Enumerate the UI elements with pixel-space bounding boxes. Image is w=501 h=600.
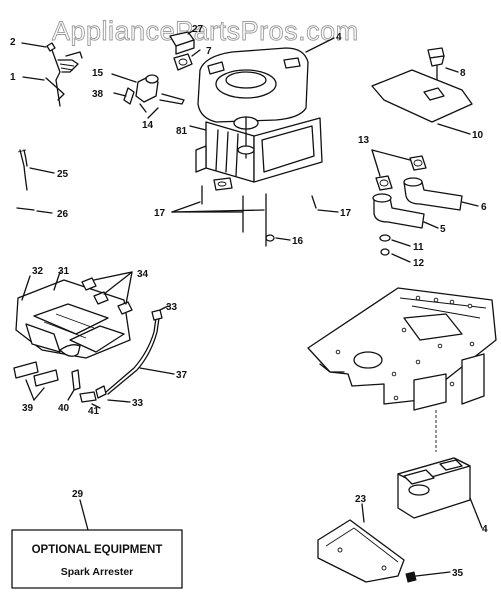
muffler-part (397, 410, 483, 529)
callout-17-left: 17 (154, 208, 166, 219)
callout-33-bottom: 33 (132, 398, 144, 409)
callout-10: 10 (472, 130, 484, 141)
callout-7: 7 (206, 46, 212, 57)
optional-equipment-box: OPTIONAL EQUIPMENT Spark Arrester (11, 499, 183, 589)
spark-plug-wire-part (16, 207, 53, 214)
fuel-pump-part (169, 29, 201, 71)
mounting-frame-part (307, 287, 497, 411)
ground-wire-part (95, 305, 175, 403)
callout-1: 1 (10, 72, 16, 83)
fuel-filter-part (111, 73, 185, 119)
callout-14: 14 (142, 120, 154, 131)
callout-4-muffler: 4 (482, 524, 488, 535)
callout-27: 27 (192, 24, 204, 35)
callout-35: 35 (452, 568, 464, 579)
watermark-text: AppliancePartsPros.com (52, 16, 359, 46)
dipstick-cap-part (427, 47, 459, 85)
throttle-control-part (21, 42, 83, 107)
callout-6: 6 (481, 202, 487, 213)
callout-39: 39 (22, 403, 34, 414)
callout-11: 11 (413, 242, 424, 253)
callout-23: 23 (355, 494, 367, 505)
callout-labels: 2 1 4 4 5 6 7 8 10 11 12 13 14 15 16 17 … (10, 24, 488, 579)
callout-13: 13 (358, 135, 370, 146)
callout-29: 29 (72, 489, 84, 500)
callout-41: 41 (88, 406, 100, 417)
callout-15: 15 (92, 68, 104, 79)
callout-40: 40 (58, 403, 70, 414)
callout-37: 37 (176, 370, 188, 381)
callout-16: 16 (292, 236, 304, 247)
callout-81: 81 (176, 126, 188, 137)
callout-2: 2 (10, 37, 16, 48)
callout-4-engine: 4 (336, 32, 342, 43)
heat-shield-part (317, 503, 451, 583)
engine-part (189, 37, 335, 191)
callout-34: 34 (137, 269, 149, 280)
ignition-assembly-part (13, 271, 133, 409)
callout-38: 38 (92, 89, 104, 100)
callout-8: 8 (460, 68, 466, 79)
callout-12: 12 (413, 258, 425, 269)
spark-arrester-label: Spark Arrester (61, 566, 134, 578)
optional-equipment-frame (11, 529, 183, 589)
exhaust-pipes-part (371, 149, 479, 263)
blower-cover-part (371, 69, 473, 135)
fuel-line-part (17, 149, 55, 191)
callout-32: 32 (32, 266, 44, 277)
callout-25: 25 (57, 169, 69, 180)
callout-5: 5 (440, 224, 446, 235)
callout-26: 26 (57, 209, 69, 220)
callout-31: 31 (58, 266, 70, 277)
engine-bolts-part (171, 185, 339, 247)
callout-17-right: 17 (340, 208, 352, 219)
optional-equipment-title: OPTIONAL EQUIPMENT (32, 544, 163, 556)
callout-33-top: 33 (166, 302, 178, 313)
